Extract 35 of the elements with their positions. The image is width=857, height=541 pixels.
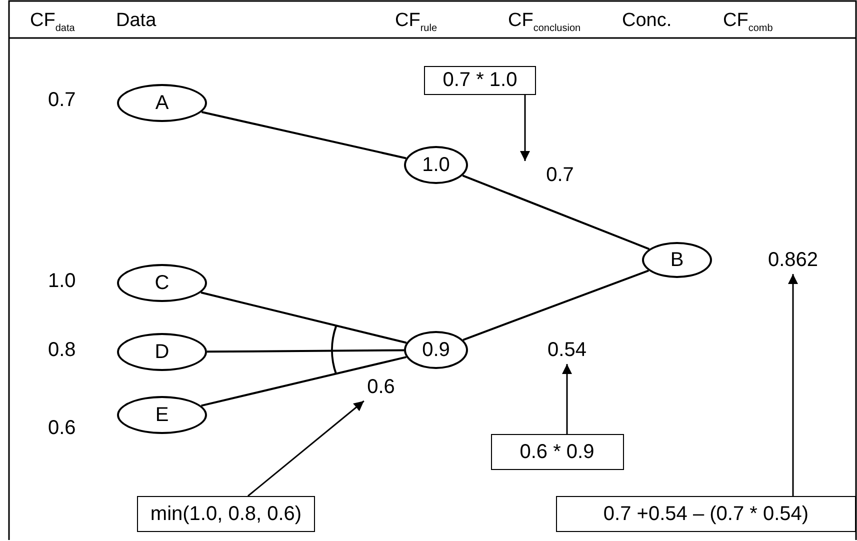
ellipse-node: A [117,84,207,122]
column-header: CF$_{comb}$ [723,11,773,34]
formula-box: 0.6 * 0.9 [490,434,624,470]
column-header: CF$_{data}$ [30,11,75,34]
formula-box: 0.7 +0.54 – (0.7 * 0.54) [556,496,856,532]
ellipse-node: 1.0 [404,146,468,184]
connector-line [462,174,650,250]
connector-line [462,270,650,341]
arrow [788,274,798,496]
value-text: 1.0 [48,271,76,291]
formula-box: 0.7 * 1.0 [424,66,536,94]
value-text: 0.7 [520,161,600,189]
connector-line [206,349,404,353]
value-text: 0.54 [542,336,592,364]
arrow [562,364,572,434]
value-text: 0.8 [48,340,76,360]
connector-line [200,292,407,344]
ellipse-node: B [642,242,712,278]
value-text: 0.6 [361,373,401,401]
connector-line [201,356,407,407]
column-header: Conc. [622,11,672,30]
value-text: 0.862 [761,246,825,274]
ellipse-node: 0.9 [404,331,468,369]
value-text: 0.6 [48,418,76,438]
column-header: Data [116,11,156,30]
arrow [520,94,530,161]
connector-line [201,111,406,160]
value-text: 0.7 [48,90,76,110]
ellipse-node: E [117,396,207,434]
column-header: CF$_{rule}$ [395,11,438,34]
column-header: CF$_{conclusion}$ [508,11,581,34]
formula-box: min(1.0, 0.8, 0.6) [137,496,315,532]
ellipse-node: C [117,264,207,302]
ellipse-node: D [117,333,207,371]
arrow [248,400,364,497]
